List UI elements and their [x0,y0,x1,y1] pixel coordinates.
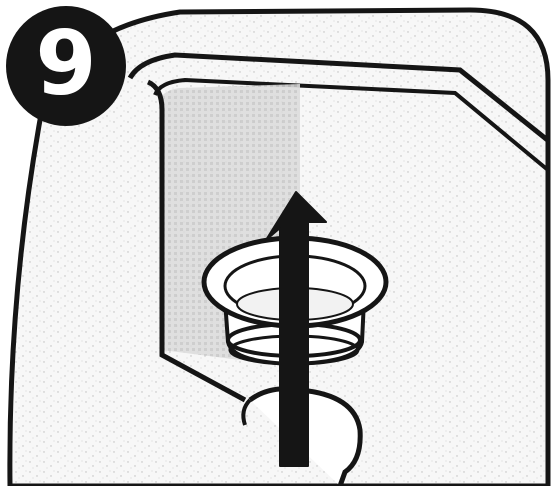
step-number: 9 [35,20,96,108]
step-number-badge: 9 [6,6,126,126]
